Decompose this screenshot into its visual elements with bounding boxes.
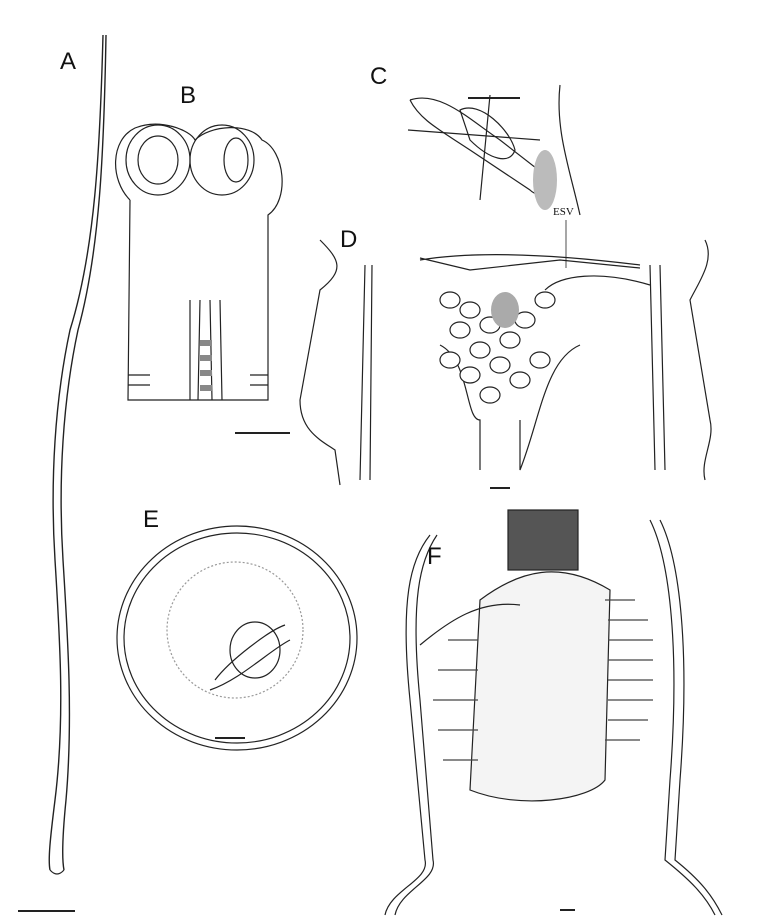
panel-label-f: F: [427, 543, 442, 570]
panel-d-proglottid: [299, 220, 712, 489]
panel-label-a: A: [60, 48, 77, 75]
panel-label-e: E: [143, 506, 160, 533]
panel-a-strobila: [18, 34, 107, 912]
panel-label-b: B: [180, 82, 197, 109]
panel-label-c: C: [370, 63, 388, 90]
panel-f-proglottid: [384, 509, 723, 916]
panel-c-structure: [407, 84, 581, 216]
panel-label-d: D: [340, 226, 358, 253]
annotation-esv: ESV: [553, 206, 574, 218]
panel-b-scolex: [115, 123, 290, 434]
panel-e-egg: [116, 525, 358, 751]
